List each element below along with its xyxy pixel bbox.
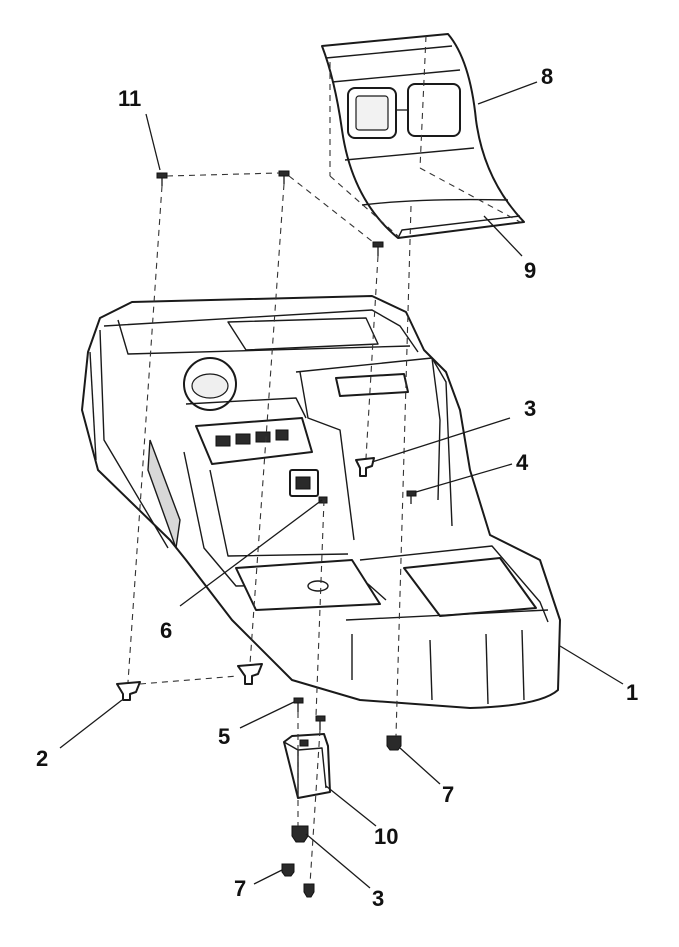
clip-2-right <box>237 663 263 685</box>
callout-labels: 11 8 9 3 4 6 1 2 5 7 10 7 3 <box>36 64 638 911</box>
callout-6: 6 <box>160 618 172 643</box>
clip-3-upper <box>355 457 375 477</box>
screw-5-a <box>293 697 304 712</box>
clip-2-left <box>116 681 141 701</box>
assembly-lines <box>127 35 521 885</box>
callout-5: 5 <box>218 724 230 749</box>
screw-11-c <box>372 241 384 256</box>
callout-3-upper: 3 <box>524 396 536 421</box>
callout-4: 4 <box>516 450 529 475</box>
callout-2: 2 <box>36 746 48 771</box>
fasteners <box>116 170 417 898</box>
screw-11-b <box>278 170 290 184</box>
screw-11-a <box>156 172 168 186</box>
callout-1: 1 <box>626 680 638 705</box>
nut-7-lower <box>281 863 295 877</box>
callout-3-lower: 3 <box>372 886 384 911</box>
leader-lines <box>59 81 624 889</box>
screw-5-b <box>315 715 326 730</box>
cover-panel <box>321 33 525 239</box>
screw-lower <box>303 883 315 898</box>
nut-7-right <box>386 735 402 751</box>
callout-7-lower: 7 <box>234 876 246 901</box>
callout-8: 8 <box>541 64 553 89</box>
callout-9: 9 <box>524 258 536 283</box>
callout-7-right: 7 <box>442 782 454 807</box>
bracket-10 <box>283 733 331 799</box>
screw-4 <box>406 490 417 504</box>
callout-11: 11 <box>118 86 141 111</box>
clip-3-lower <box>291 825 309 843</box>
callout-10: 10 <box>374 824 398 849</box>
